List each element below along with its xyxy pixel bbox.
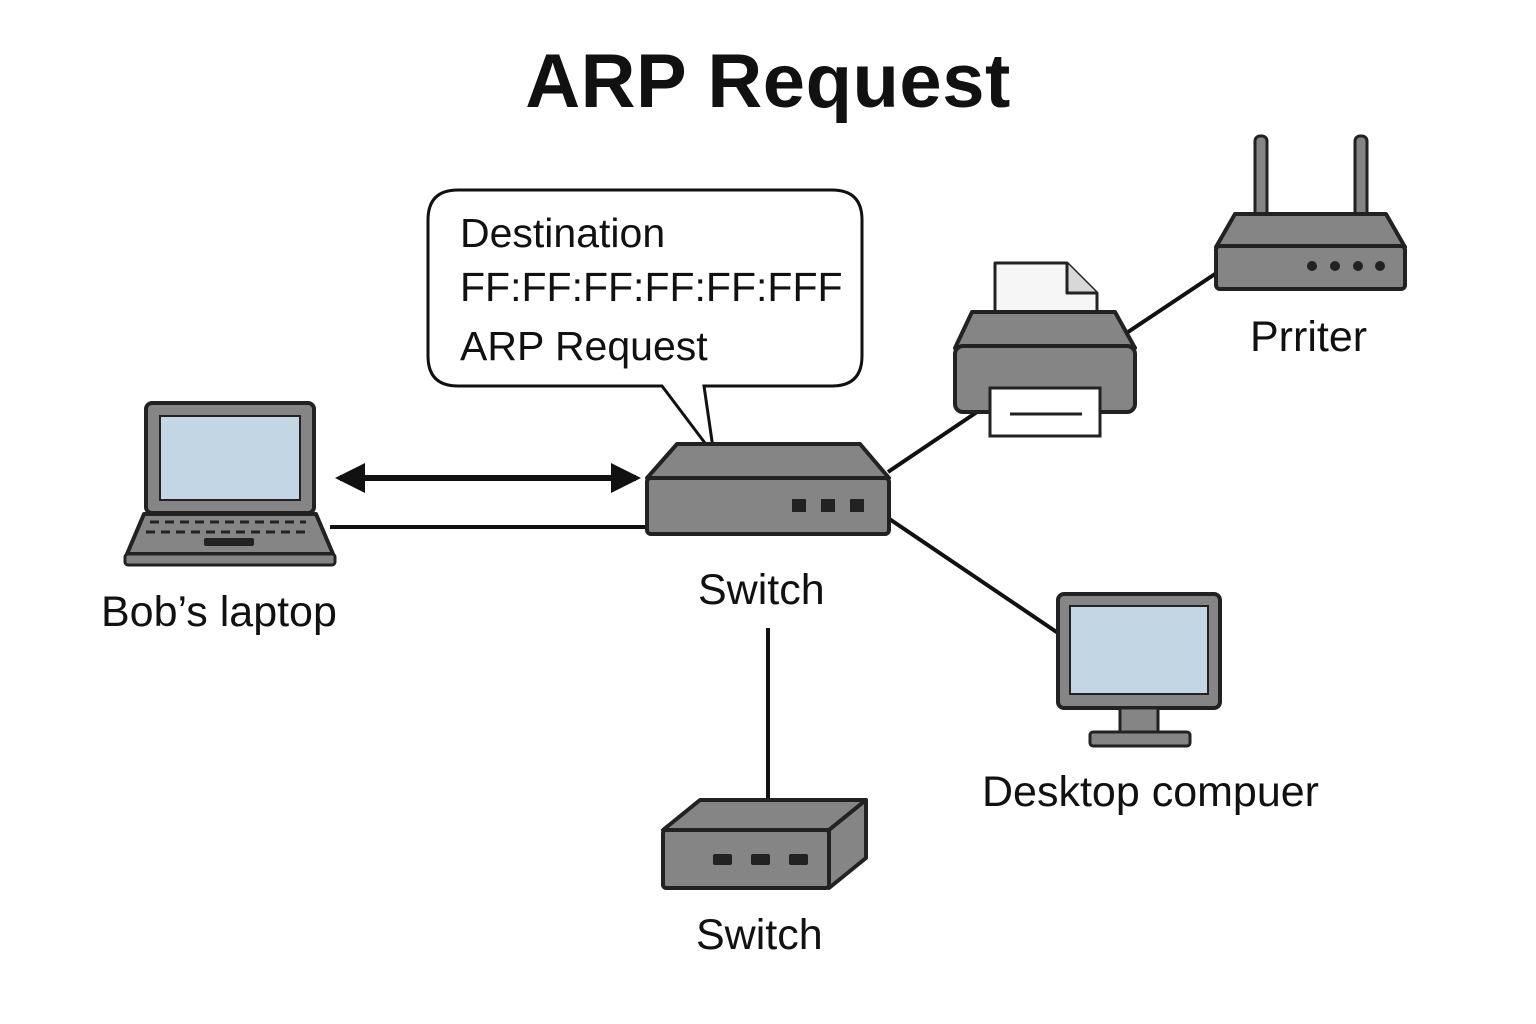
link-switch-printer xyxy=(886,408,982,474)
speech-bubble xyxy=(426,188,864,456)
link-switch-desktop xyxy=(886,516,1060,635)
connection-lines xyxy=(330,270,1220,800)
desktop-label: Desktop compuer xyxy=(982,768,1319,816)
switch-main-label: Switch xyxy=(698,566,825,614)
bubble-mac-address: FF:FF:FF:FF:FF:FFF xyxy=(460,264,843,310)
bubble-request-type: ARP Request xyxy=(460,323,708,369)
router-icon xyxy=(1214,134,1407,291)
bubble-destination-label: Destination xyxy=(460,210,666,256)
monitor-icon xyxy=(1056,592,1222,748)
switch-icon xyxy=(661,798,868,890)
printer-icon xyxy=(953,261,1137,438)
router-label: Prriter xyxy=(1250,313,1368,361)
laptop-icon xyxy=(123,401,337,567)
switch-secondary-label: Switch xyxy=(696,911,823,959)
diagram-title: ARP Request xyxy=(525,39,1011,124)
link-printer-router xyxy=(1126,270,1220,334)
laptop-label: Bob’s laptop xyxy=(101,588,337,636)
switch-icon xyxy=(645,442,891,536)
